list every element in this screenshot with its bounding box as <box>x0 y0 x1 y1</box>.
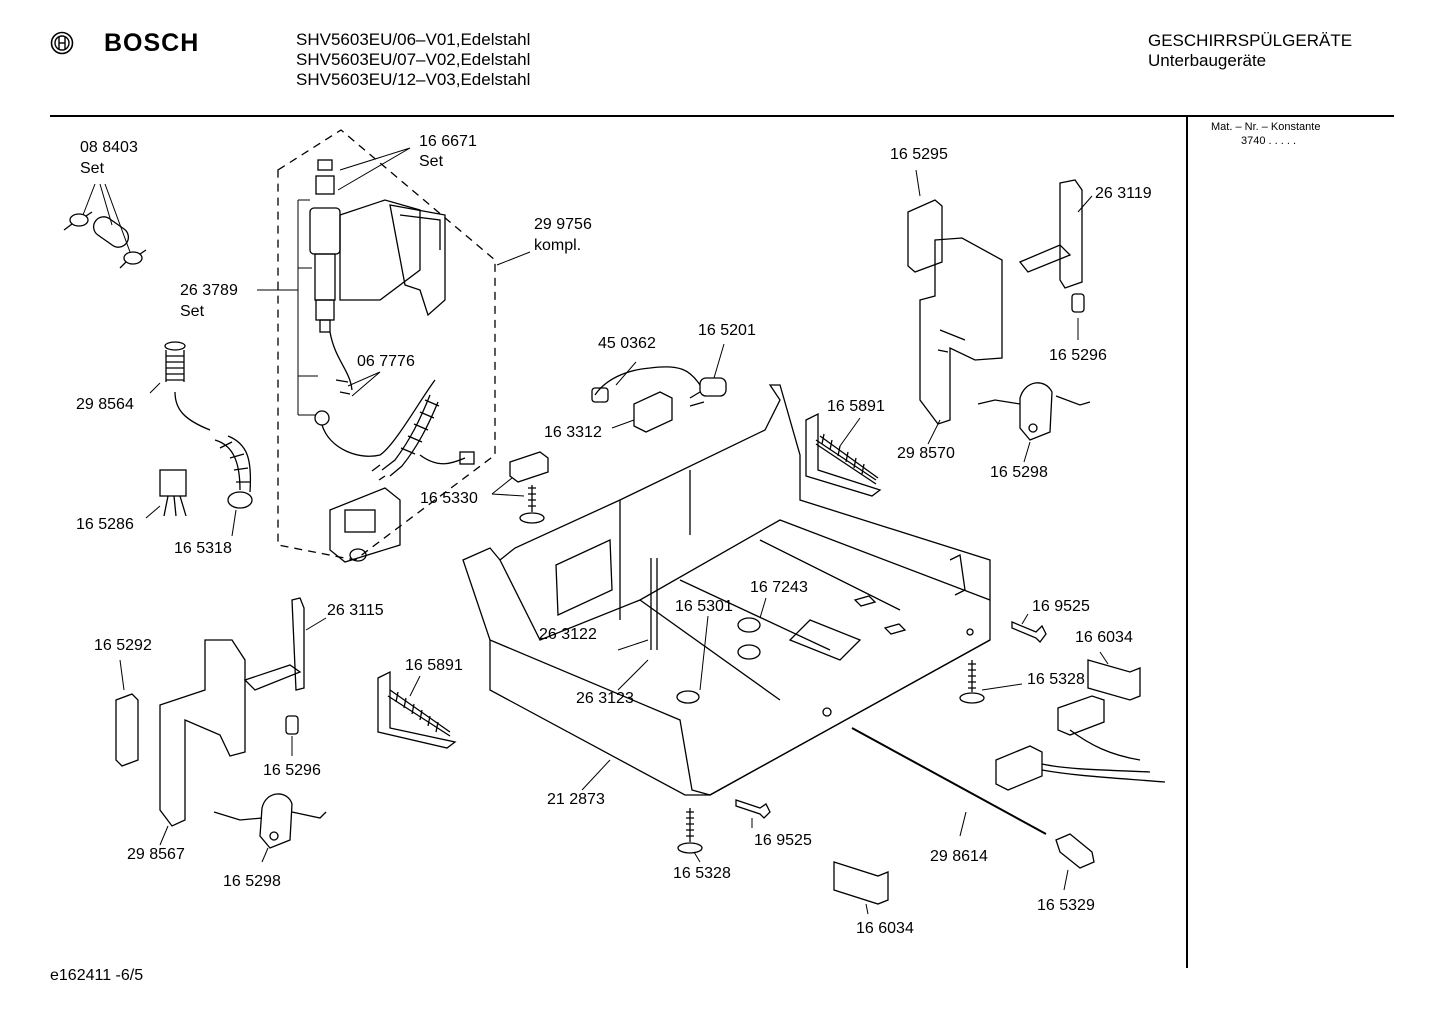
leader-lines <box>82 147 1109 915</box>
model-line: SHV5603EU/07–V02,Edelstahl <box>296 50 531 69</box>
part-label: 29 8567 <box>127 846 185 863</box>
part-label: 29 8564 <box>76 396 134 413</box>
part-label: 29 8614 <box>930 848 988 865</box>
foot-screw-16-5330 <box>519 485 545 524</box>
part-label: 16 5318 <box>174 540 232 557</box>
part-label: 16 5301 <box>675 598 733 615</box>
brand-name: BOSCH <box>104 29 200 57</box>
part-label: 16 6034 <box>856 920 914 937</box>
part-label: 16 5295 <box>890 146 948 163</box>
material-number-block: Mat. – Nr. – Konstante 3740 . . . . . <box>1211 120 1320 148</box>
bracket-16-5292 <box>115 693 139 767</box>
part-label: 26 3122 <box>539 626 597 643</box>
pump-motor-16-5298-left <box>213 793 327 849</box>
bracket-29-8567 <box>159 639 246 827</box>
part-label: 26 3115 <box>327 602 384 619</box>
foot-screw-16-5328-right <box>959 660 985 704</box>
part-label: 16 6671 <box>419 133 477 150</box>
sensor-cable-45-0362 <box>591 366 701 403</box>
part-label: 16 5328 <box>1027 671 1085 688</box>
category-subtitle: Unterbaugeräte <box>1148 51 1267 70</box>
part-label: 16 5292 <box>94 637 152 654</box>
category-block: GESCHIRRSPÜLGERÄTE Unterbaugeräte <box>1148 31 1352 71</box>
part-label: 26 3789 <box>180 282 238 299</box>
wiring-harness <box>995 695 1166 791</box>
hose-clamp-set <box>63 211 147 269</box>
drawing-code: e162411 -6/5 <box>50 967 144 984</box>
part-label: 16 5286 <box>76 516 134 533</box>
part-label: 16 5201 <box>698 322 756 339</box>
part-label: Set <box>80 160 105 177</box>
foot-screw-16-5328-bottom <box>677 808 703 854</box>
clip-16-5296-right <box>1071 293 1085 313</box>
hose-16-5318 <box>214 435 253 509</box>
model-line: SHV5603EU/12–V03,Edelstahl <box>296 70 531 89</box>
part-label: 21 2873 <box>547 791 605 808</box>
part-label: 29 8570 <box>897 445 955 462</box>
part-label: 16 5298 <box>223 873 281 890</box>
material-label: Mat. – Nr. – Konstante <box>1211 121 1321 133</box>
model-line: SHV5603EU/06–V01,Edelstahl <box>296 30 531 49</box>
clip-16-5296-left <box>285 715 299 735</box>
part-label: 16 5298 <box>990 464 1048 481</box>
rod-29-8614 <box>851 727 1047 835</box>
connector-16-6034-right <box>1087 659 1141 701</box>
part-label: 08 8403 <box>80 139 138 156</box>
water-valve <box>309 159 446 333</box>
connector-16-3312 <box>633 391 673 433</box>
part-label: Set <box>180 303 205 320</box>
part-label: 16 9525 <box>1032 598 1090 615</box>
part-label: 16 7243 <box>750 579 808 596</box>
category-title: GESCHIRRSPÜLGERÄTE <box>1148 31 1353 50</box>
part-label: 16 3312 <box>544 424 602 441</box>
part-label: 16 6034 <box>1075 629 1133 646</box>
capacitor-16-5201 <box>689 377 727 407</box>
base-tub-21-2873 <box>462 384 991 796</box>
part-label: 16 5891 <box>827 398 885 415</box>
part-label: 16 5329 <box>1037 897 1095 914</box>
hose-29-8564 <box>164 341 211 431</box>
screw-16-9525-right <box>1011 621 1047 643</box>
valve-wiring <box>314 331 436 457</box>
part-label: kompl. <box>534 237 581 254</box>
bracket-26-3119 <box>1018 179 1083 289</box>
valve-holder <box>329 487 401 563</box>
cap-16-5329 <box>1055 833 1095 869</box>
part-label: 16 5328 <box>673 865 731 882</box>
switch-16-5330 <box>509 451 549 483</box>
connector-16-6034-bottom <box>833 861 889 905</box>
bracket-26-3115 <box>243 597 305 691</box>
pump-motor-16-5298-right <box>977 382 1091 441</box>
valve-assembly-outline <box>277 129 496 561</box>
bracket-16-5295 <box>907 199 943 273</box>
part-label: 06 7776 <box>357 353 415 370</box>
part-label: 26 3123 <box>576 690 634 707</box>
clip-16-5286 <box>159 469 187 517</box>
part-label: 16 5296 <box>1049 347 1107 364</box>
part-label: 16 5891 <box>405 657 463 674</box>
part-label: 16 9525 <box>754 832 812 849</box>
part-label: 45 0362 <box>598 335 656 352</box>
heater-clip-16-5891-right <box>805 412 882 497</box>
bracket-29-8570 <box>919 237 1003 425</box>
screw-16-9525-bottom <box>735 799 771 819</box>
model-list: SHV5603EU/06–V01,Edelstahl SHV5603EU/07–… <box>296 30 530 90</box>
material-value: 3740 . . . . . <box>1241 135 1297 147</box>
heater-clip-16-5891-left <box>377 670 457 749</box>
inlet-hose <box>371 394 475 481</box>
part-label: 16 5330 <box>420 490 478 507</box>
part-label: 26 3119 <box>1095 185 1152 202</box>
part-label: 16 5296 <box>263 762 321 779</box>
part-label: Set <box>419 153 444 170</box>
bosch-logo-icon <box>50 31 74 55</box>
part-label: 29 9756 <box>534 216 592 233</box>
